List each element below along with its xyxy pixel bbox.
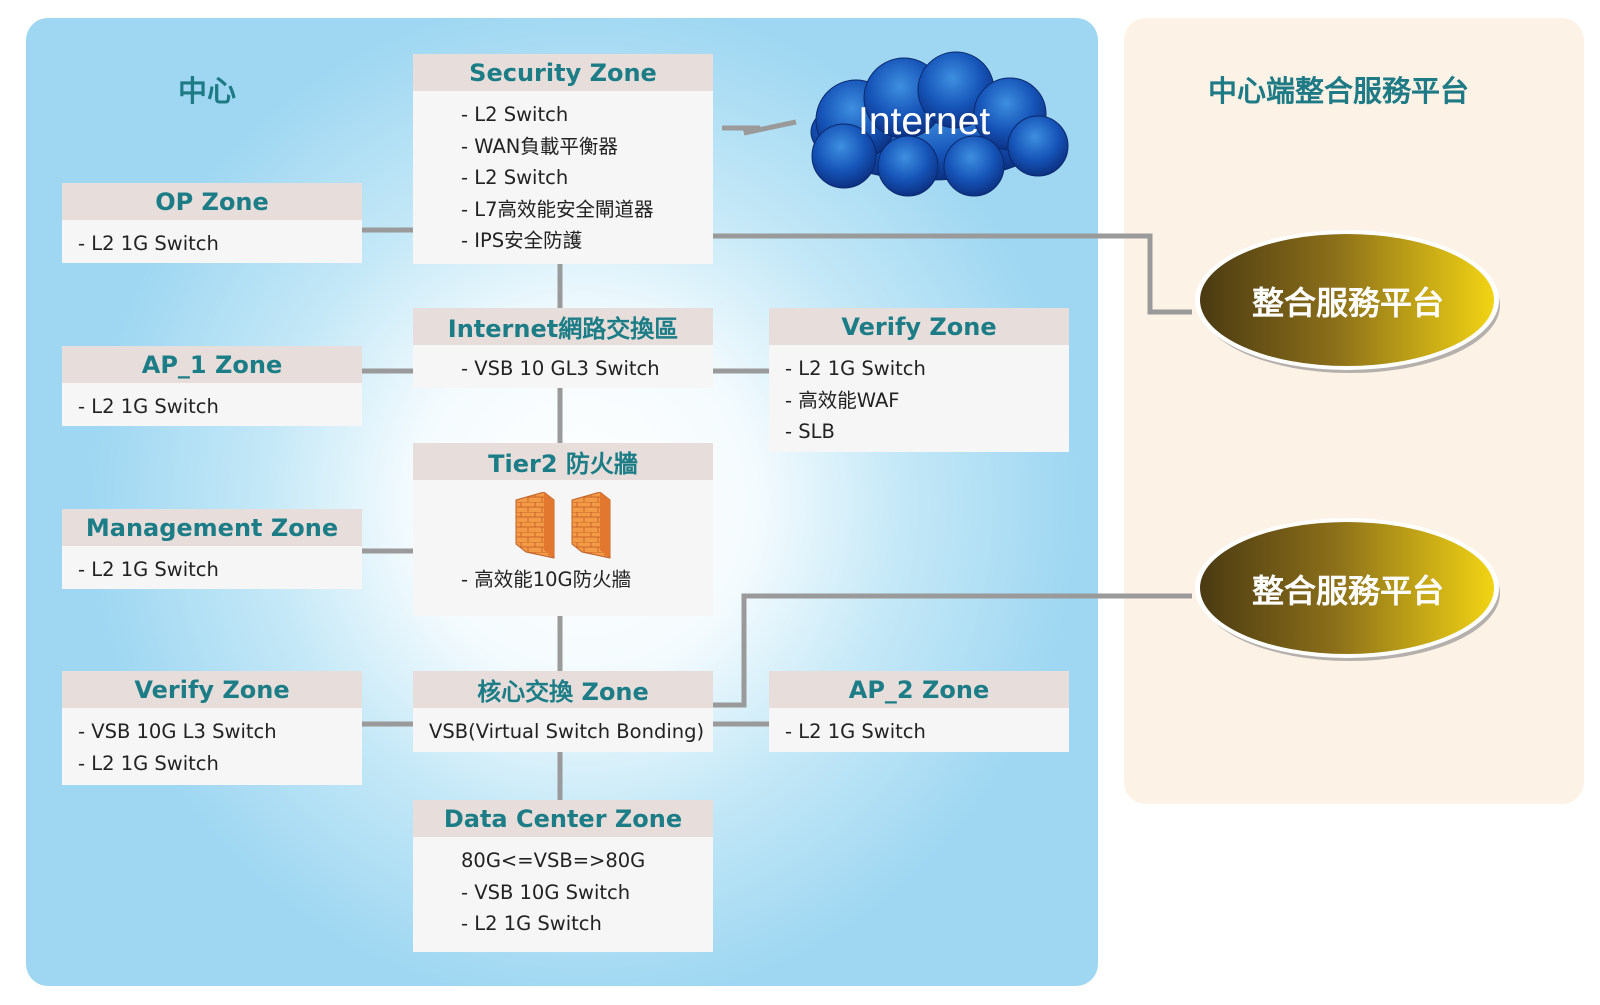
datacenter-zone-title: Data Center Zone <box>413 800 713 837</box>
platform-oval-bottom: 整合服務平台 <box>1192 514 1504 664</box>
ap1-zone: AP_1 Zone - L2 1G Switch <box>62 346 362 426</box>
op-zone-title: OP Zone <box>62 183 362 220</box>
verify-zone-left-item: - L2 1G Switch <box>78 751 219 775</box>
platform-label-top: 整合服務平台 <box>1251 284 1444 322</box>
ap2-zone-item: - L2 1G Switch <box>785 720 926 743</box>
datacenter-zone: Data Center Zone 80G<=VSB=>80G - VSB 10G… <box>413 800 713 952</box>
internet-switch-zone-item: - VSB 10 GL3 Switch <box>461 357 660 380</box>
core-switch-zone: 核心交換 Zone VSB(Virtual Switch Bonding) <box>413 671 713 752</box>
security-zone: Security Zone - L2 Switch - WAN負載平衡器 - L… <box>413 54 713 264</box>
ap2-zone-title: AP_2 Zone <box>769 671 1069 708</box>
verify-zone-right: Verify Zone - L2 1G Switch - 高效能WAF - SL… <box>769 308 1069 452</box>
internet-switch-zone: Internet網路交換區 - VSB 10 GL3 Switch <box>413 308 713 388</box>
verify-zone-left-item: - VSB 10G L3 Switch <box>78 720 277 743</box>
right-panel-title: 中心端整合服務平台 <box>1208 74 1470 108</box>
verify-zone-right-item: - SLB <box>785 420 835 443</box>
tier2-zone-item: - 高效能10G防火牆 <box>461 568 632 591</box>
platform-label-bottom: 整合服務平台 <box>1251 572 1444 610</box>
security-zone-item: - WAN負載平衡器 <box>461 134 618 158</box>
verify-zone-left: Verify Zone - VSB 10G L3 Switch - L2 1G … <box>62 671 362 785</box>
security-zone-item: - L7高效能安全閘道器 <box>461 197 654 221</box>
internet-cloud-icon <box>810 51 1069 197</box>
ap2-zone: AP_2 Zone - L2 1G Switch <box>769 671 1069 752</box>
management-zone-item: - L2 1G Switch <box>78 558 219 581</box>
datacenter-zone-item: - VSB 10G Switch <box>461 880 631 904</box>
platform-oval-top: 整合服務平台 <box>1192 226 1504 376</box>
management-zone: Management Zone - L2 1G Switch <box>62 509 362 589</box>
internet-switch-zone-title: Internet網路交換區 <box>413 308 713 345</box>
core-zone-item: VSB(Virtual Switch Bonding) <box>429 720 705 743</box>
security-zone-title: Security Zone <box>413 54 713 91</box>
security-zone-item: - L2 Switch <box>461 103 569 126</box>
datacenter-zone-item: - L2 1G Switch <box>461 912 602 935</box>
security-zone-item: - L2 Switch <box>461 166 569 189</box>
core-zone-title: 核心交換 Zone <box>413 671 713 708</box>
security-zone-item: - IPS安全防護 <box>461 229 583 252</box>
tier2-firewall-zone: Tier2 防火牆 - 高效能10G防火牆 <box>413 443 713 616</box>
verify-zone-right-item: - 高效能WAF <box>785 388 900 412</box>
ap1-zone-item: - L2 1G Switch <box>78 395 219 418</box>
center-panel-title: 中心 <box>178 74 237 108</box>
right-panel <box>1124 18 1584 804</box>
op-zone: OP Zone - L2 1G Switch <box>62 183 362 263</box>
verify-zone-left-title: Verify Zone <box>62 671 362 708</box>
datacenter-zone-item: 80G<=VSB=>80G <box>461 849 646 872</box>
verify-zone-right-title: Verify Zone <box>769 308 1069 345</box>
op-zone-item: - L2 1G Switch <box>78 232 219 255</box>
verify-zone-right-item: - L2 1G Switch <box>785 357 926 380</box>
management-zone-title: Management Zone <box>62 509 362 546</box>
internet-label: Internet <box>858 100 991 143</box>
ap1-zone-title: AP_1 Zone <box>62 346 362 383</box>
tier2-zone-title: Tier2 防火牆 <box>413 443 713 480</box>
firewall-icon <box>515 492 611 559</box>
